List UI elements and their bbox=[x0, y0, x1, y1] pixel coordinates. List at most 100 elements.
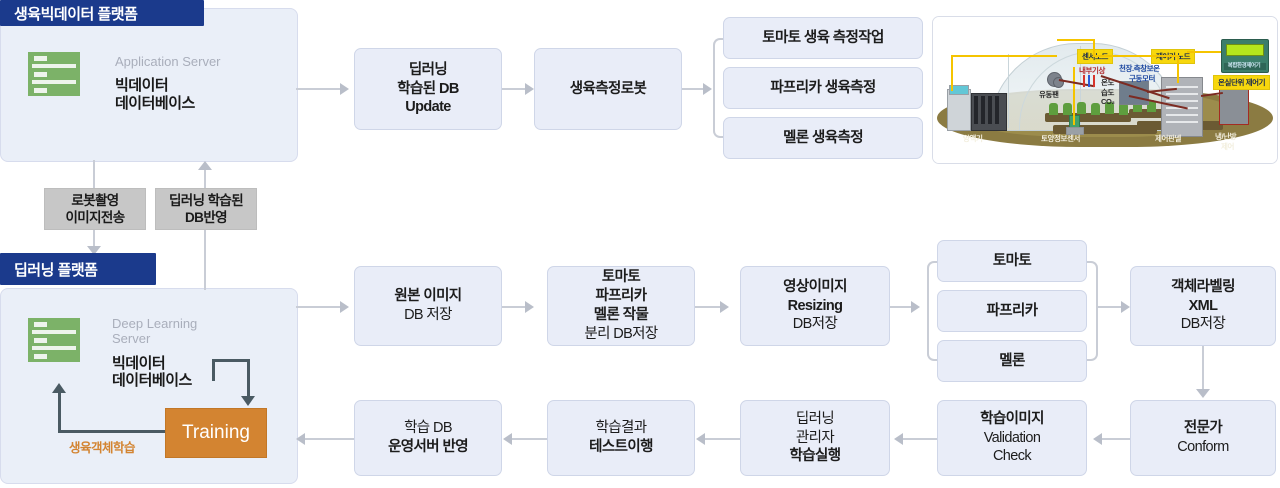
server-icon bbox=[28, 52, 80, 98]
dl-db-update-line3: Update bbox=[405, 99, 451, 116]
labeling-line2: XML bbox=[1188, 297, 1218, 314]
label-temperature: 온도 bbox=[1101, 78, 1114, 87]
process-melon-growth-measure[interactable]: 멜론 생육측정 bbox=[723, 117, 923, 159]
bigdata-server-role: Application Server bbox=[115, 54, 221, 69]
growth-robot-label: 생육측정로봇 bbox=[569, 80, 647, 97]
bigdata-server-label: Application Server 빅데이터 데이터베이스 bbox=[115, 54, 221, 113]
crop-branch-bracket-left bbox=[927, 261, 939, 361]
expert-line2: Conform bbox=[1177, 439, 1229, 455]
process-crop-split-db[interactable]: 토마토 파프리카 멜론 작물 분리 DB저장 bbox=[547, 266, 695, 346]
arrow-to-bigdata-platform bbox=[198, 161, 212, 170]
arrow-platform-to-original-image bbox=[340, 301, 349, 313]
label-control-panel: 제어판넬 bbox=[1155, 134, 1181, 143]
arrow-resizing-to-crop-branch bbox=[911, 301, 920, 313]
bigdata-server-name-1: 빅데이터 bbox=[115, 77, 169, 95]
arrow-deploy-to-platform bbox=[296, 433, 305, 445]
tomato-measure-label: 토마토 생육 측정작업 bbox=[762, 29, 884, 46]
device-caption: 복합환경제어기 bbox=[1227, 63, 1261, 69]
arrow-db-to-training bbox=[241, 396, 255, 406]
db-reflect-line2: DB반영 bbox=[185, 210, 228, 225]
branch-bracket-top bbox=[713, 38, 725, 138]
arrow-labeling-to-expert bbox=[1196, 389, 1210, 398]
melon-measure-label: 멜론 생육측정 bbox=[783, 129, 863, 146]
training-run-line3: 학습실행 bbox=[789, 448, 842, 465]
crop-branch-bracket-right bbox=[1086, 261, 1098, 361]
crop-split-line1: 토마토 bbox=[601, 269, 641, 286]
label-ceiling-side-insulation: 천장.측창보온 bbox=[1119, 64, 1160, 73]
process-original-image-db[interactable]: 원본 이미지 DB 저장 bbox=[354, 266, 502, 346]
process-tomato-growth-measure[interactable]: 토마토 생육 측정작업 bbox=[723, 17, 923, 59]
process-tomato[interactable]: 토마토 bbox=[937, 240, 1087, 282]
process-validation-check[interactable]: 학습이미지 Validation Check bbox=[937, 400, 1087, 476]
deeplearning-server-role: Deep Learning Server bbox=[112, 316, 198, 347]
process-test-execute[interactable]: 학습결과 테스트이행 bbox=[547, 400, 695, 476]
labeling-line3: DB저장 bbox=[1180, 316, 1226, 333]
dl-db-update-line1: 딥러닝 bbox=[408, 61, 448, 78]
resizing-line2: Resizing bbox=[787, 297, 843, 314]
label-hvac-control-line2: 제어 bbox=[1221, 142, 1234, 151]
label-hvac-control-line1: 냉/난방 bbox=[1215, 132, 1237, 141]
crop-split-line4: 분리 DB저장 bbox=[584, 325, 658, 342]
label-nutrient-supplier: 양액기 bbox=[963, 134, 983, 143]
arrow-expert-to-validation bbox=[1093, 433, 1102, 445]
db-reflect-line1: 딥러닝 학습된 bbox=[168, 192, 244, 208]
resizing-line3: DB저장 bbox=[792, 316, 838, 333]
server-icon bbox=[28, 318, 80, 364]
deploy-line1: 학습 DB bbox=[404, 420, 452, 437]
tag-greenhouse-unit-controller: 온실단위 제어기 bbox=[1213, 75, 1271, 90]
melon-label: 멜론 bbox=[999, 352, 1025, 369]
process-object-labeling-xml[interactable]: 객체라벨링 XML DB저장 bbox=[1130, 266, 1276, 346]
crop-split-line3: 멜론 작물 bbox=[593, 307, 649, 323]
training-block[interactable]: Training bbox=[165, 408, 267, 458]
original-image-line2: DB 저장 bbox=[404, 307, 452, 323]
arrow-original-to-crop-split bbox=[525, 301, 534, 313]
validation-line3: Check bbox=[992, 448, 1032, 465]
smart-greenhouse-illustration: 복합환경제어기 센서노드 제어기 노드 온실단위 제어기 내부기상 bbox=[932, 16, 1278, 164]
deeplearning-server-name-1: 빅데이터 bbox=[112, 354, 166, 372]
expert-line1: 전문가 bbox=[1183, 420, 1223, 437]
arrow-platform-to-dl-update bbox=[340, 83, 349, 95]
test-line2: 테스트이행 bbox=[589, 439, 653, 455]
arrow-robot-to-branch bbox=[703, 83, 712, 95]
process-paprika[interactable]: 파프리카 bbox=[937, 290, 1087, 332]
deploy-line2: 운영서버 반영 bbox=[388, 439, 468, 455]
crop-split-line2: 파프리카 bbox=[595, 288, 648, 305]
validation-line1: 학습이미지 bbox=[980, 410, 1044, 427]
original-image-line1: 원본 이미지 bbox=[394, 288, 462, 305]
process-training-run[interactable]: 딥러닝 관리자 학습실행 bbox=[740, 400, 890, 476]
tag-controller-node: 제어기 노드 bbox=[1151, 49, 1196, 64]
process-deploy-to-server[interactable]: 학습 DB 운영서버 반영 bbox=[354, 400, 502, 476]
arrow-crop-branch-to-labeling bbox=[1121, 301, 1130, 313]
process-dl-db-update[interactable]: 딥러닝 학습된 DB Update bbox=[354, 48, 502, 130]
label-soil-sensor: 토양정보센서 bbox=[1041, 134, 1080, 143]
process-growth-measure-robot[interactable]: 생육측정로봇 bbox=[534, 48, 682, 130]
label-circulation-fan: 유동팬 bbox=[1039, 90, 1059, 99]
validation-line2: Validation bbox=[983, 429, 1041, 446]
connector-label-robot-capture: 로봇촬영 이미지전송 bbox=[44, 188, 146, 230]
labeling-line1: 객체라벨링 bbox=[1171, 278, 1235, 295]
label-co2: CO₂ bbox=[1101, 97, 1115, 106]
process-image-resizing[interactable]: 영상이미지 Resizing DB저장 bbox=[740, 266, 890, 346]
deeplearning-server-label: Deep Learning Server 빅데이터 데이터베이스 bbox=[112, 316, 232, 390]
arrow-crop-split-to-resizing bbox=[720, 301, 729, 313]
feedback-label-growth-object-learning: 생육객체학습 bbox=[69, 441, 136, 455]
tag-sensor-node: 센서노드 bbox=[1077, 49, 1113, 64]
arrow-dl-update-to-robot bbox=[525, 83, 534, 95]
process-expert-conform[interactable]: 전문가 Conform bbox=[1130, 400, 1276, 476]
tomato-label: 토마토 bbox=[992, 252, 1032, 269]
label-humidity: 습도 bbox=[1101, 88, 1114, 97]
label-internal-weather: 내부기상 bbox=[1079, 66, 1105, 75]
arrow-to-deeplearning-platform bbox=[87, 246, 101, 255]
test-line1: 학습결과 bbox=[595, 420, 648, 437]
arrow-validation-to-training-run bbox=[894, 433, 903, 445]
controller-device bbox=[1221, 39, 1269, 73]
label-drive-motor: 구동모터 bbox=[1129, 74, 1155, 83]
training-run-line1: 딥러닝 bbox=[795, 410, 835, 427]
process-melon[interactable]: 멜론 bbox=[937, 340, 1087, 382]
training-run-line2: 관리자 bbox=[795, 429, 835, 446]
process-paprika-growth-measure[interactable]: 파프리카 생육측정 bbox=[723, 67, 923, 109]
deeplearning-server-name-2: 데이터베이스 bbox=[112, 372, 192, 390]
panel-title-bigdata: 생육빅데이터 플랫폼 bbox=[0, 0, 204, 26]
dl-db-update-line2: 학습된 DB bbox=[397, 80, 459, 97]
